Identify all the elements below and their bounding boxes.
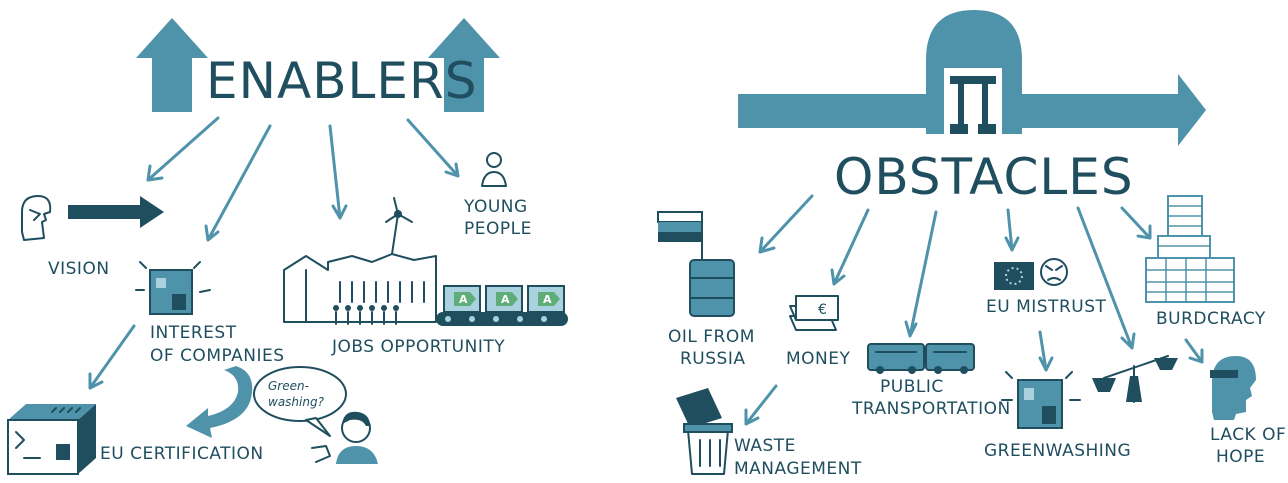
energy-label-3: A	[543, 293, 552, 306]
waste-label-line2: MANAGEMENT	[734, 459, 862, 479]
angry-face-icon	[1040, 258, 1068, 286]
arrow-to-burocracy	[1120, 206, 1152, 240]
burocracy-label: BURDCRACY	[1156, 309, 1266, 329]
company-building-icon	[135, 261, 211, 315]
arrow-to-hope	[1184, 338, 1204, 364]
bubble-text-line1: Green-	[268, 379, 309, 393]
eu-certification-box-icon	[7, 404, 96, 475]
enablers-section: ENABLERS VISION INTEREST OF COMPANIES	[7, 18, 568, 475]
greenwashing-building-icon	[1001, 371, 1081, 429]
eu-cert-label: EU CERTIFICATION	[100, 444, 264, 464]
head-with-sunglasses-icon	[1210, 356, 1256, 420]
arrow-to-interest	[204, 124, 272, 242]
up-arrow-left-icon	[136, 18, 208, 112]
wall-gate-icon	[944, 68, 1002, 134]
young-label-line1: YOUNG	[463, 197, 528, 217]
arrow-to-scale	[1076, 206, 1136, 350]
bus-icon	[867, 343, 975, 374]
person-with-headset-icon	[311, 411, 378, 464]
waste-label-line1: WASTE	[734, 436, 796, 456]
interest-label-line1: INTEREST	[150, 323, 237, 343]
arrow-to-jobs	[328, 124, 348, 220]
public-label-line1: PUBLIC	[880, 377, 944, 397]
oil-barrel-icon	[689, 259, 735, 317]
interest-label-line2: OF COMPANIES	[150, 346, 285, 366]
arrow-to-oil	[758, 194, 814, 254]
vision-arrow-icon	[68, 196, 164, 228]
hope-label-line2: HOPE	[1216, 447, 1265, 467]
energy-label-1: A	[459, 293, 468, 306]
obstacles-title: OBSTACLES	[834, 148, 1134, 206]
energy-box-1: A	[443, 285, 481, 313]
vision-label: VISION	[48, 259, 110, 279]
hope-label-line1: LACK OF	[1210, 425, 1286, 445]
arrow-to-money	[830, 208, 870, 286]
young-label-line2: PEOPLE	[464, 219, 532, 239]
young-person-icon	[481, 152, 507, 187]
arrow-to-mistrust	[1004, 208, 1020, 252]
conveyor-belt-icon	[436, 312, 568, 326]
arrow-to-young	[406, 118, 460, 178]
money-stack-icon: €	[789, 295, 839, 331]
euro-symbol: €	[818, 302, 827, 318]
vision-head-icon	[21, 195, 52, 241]
russia-flag-icon	[657, 211, 703, 267]
oil-label-line2: RUSSIA	[680, 349, 745, 369]
arrow-to-public	[904, 210, 938, 338]
oil-label-line1: OIL FROM	[668, 327, 755, 347]
waste-bin-icon	[676, 388, 733, 475]
arrow-to-greenwashing	[1038, 330, 1054, 372]
jobs-label: JOBS OPPORTUNITY	[331, 337, 505, 357]
enablers-title: ENABLERS	[206, 52, 477, 110]
energy-box-2: A	[485, 285, 523, 313]
factory-icon	[283, 197, 437, 325]
public-label-line2: TRANSPORTATION	[851, 399, 1011, 419]
arrow-to-waste	[744, 384, 778, 426]
balance-scale-icon	[1092, 355, 1178, 403]
speech-bubble: Green- washing?	[253, 366, 347, 437]
greenwashing-label: GREENWASHING	[984, 441, 1131, 461]
energy-box-3: A	[527, 285, 565, 313]
curved-arrow-to-cert	[186, 366, 253, 438]
energy-label-2: A	[501, 293, 510, 306]
arrow-to-eu-cert	[88, 324, 136, 390]
up-arrow-right-icon	[428, 18, 500, 112]
mistrust-label: EU MISTRUST	[986, 297, 1106, 317]
money-label: MONEY	[786, 349, 851, 369]
obstacles-section: OBSTACLES OIL FROM RUSSIA €	[657, 10, 1286, 479]
eu-flag-icon	[994, 262, 1034, 290]
bubble-text-line2: washing?	[268, 395, 325, 409]
arrow-to-vision	[146, 116, 220, 182]
document-stack-icon	[1145, 195, 1235, 303]
